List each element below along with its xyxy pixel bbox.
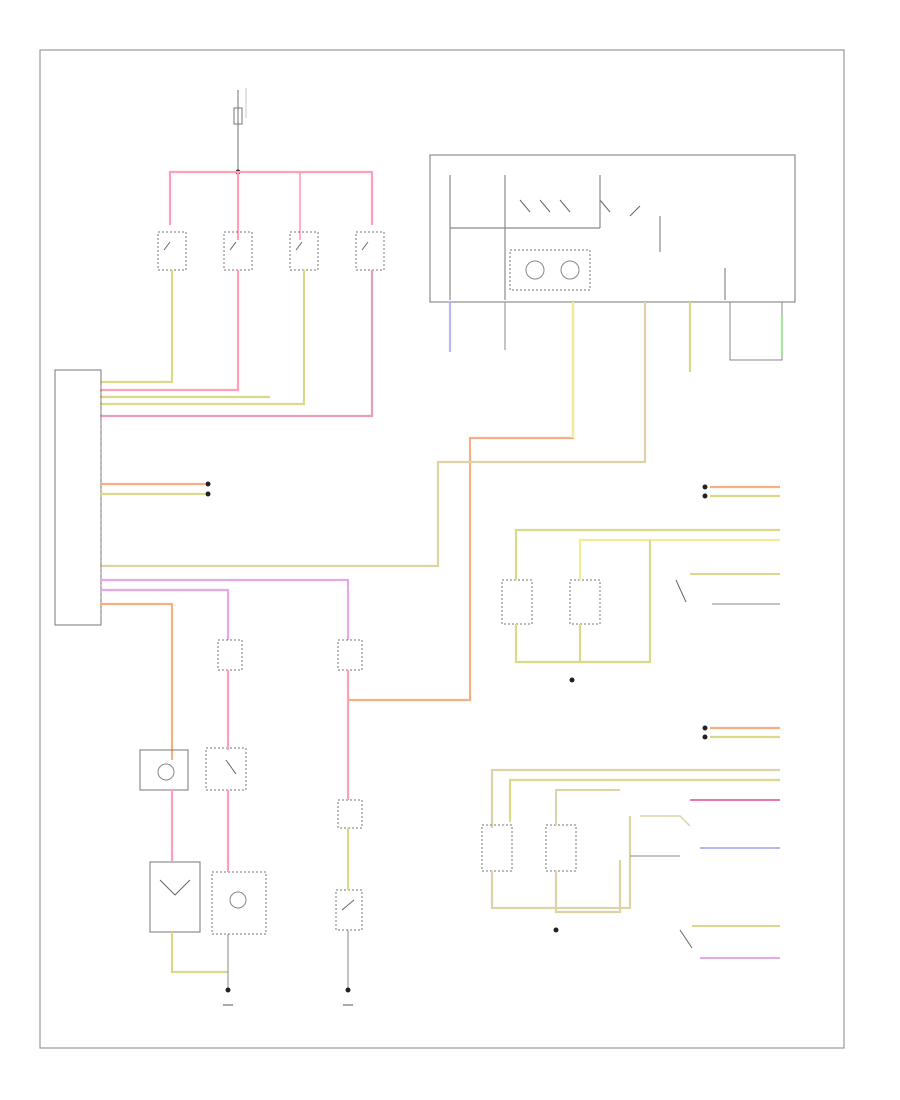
right-feed-labels-1 xyxy=(702,484,780,499)
body-control-module xyxy=(54,369,102,626)
module-side-feeds xyxy=(100,481,211,497)
lamp-pair-1 xyxy=(501,528,780,683)
module-lower-wires xyxy=(100,578,350,760)
grounds-lower-left xyxy=(223,987,353,1006)
lower-left-wires xyxy=(170,670,355,990)
diagram-frame xyxy=(39,49,845,1049)
control-module-outputs xyxy=(100,302,784,702)
lower-left-components xyxy=(139,639,363,935)
right-feed-labels-2 xyxy=(702,725,780,740)
lamp-units-top xyxy=(157,231,385,271)
top-pink-feed xyxy=(168,170,374,240)
top-lamp-returns xyxy=(100,270,374,418)
lamp-pair-2 xyxy=(481,768,780,959)
control-module xyxy=(429,154,796,303)
top-fuse-group xyxy=(233,88,247,175)
